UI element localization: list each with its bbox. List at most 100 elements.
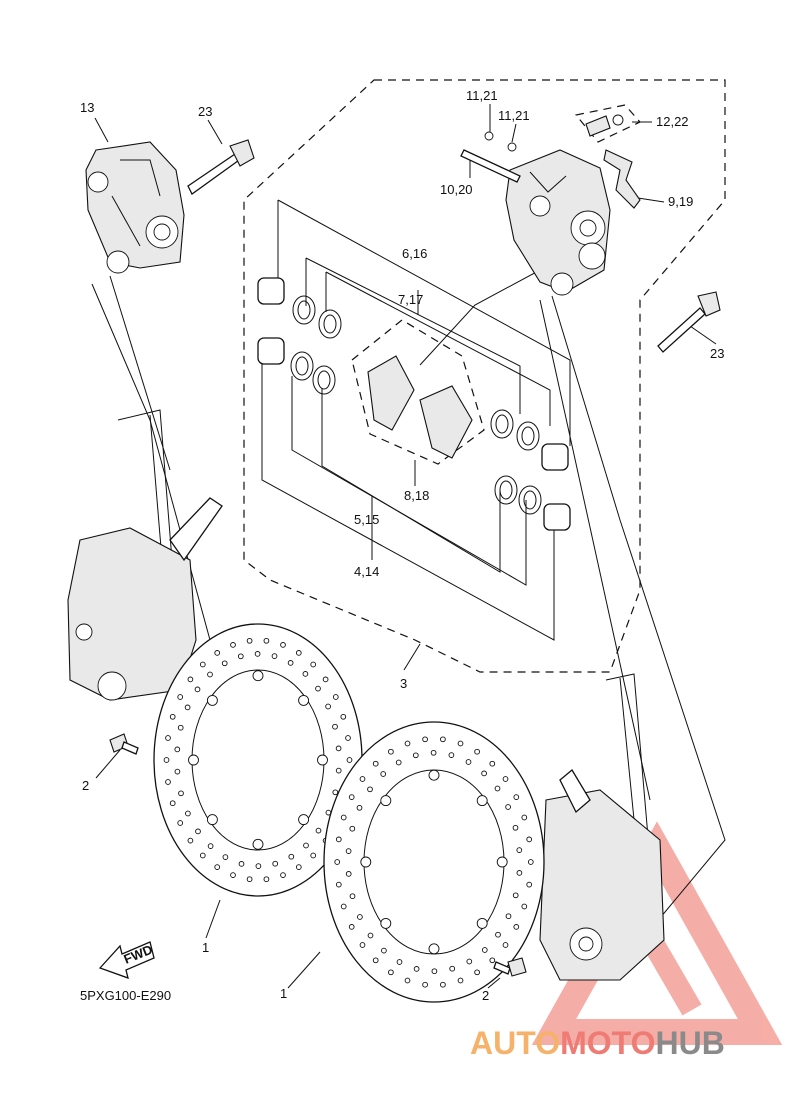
disc-drill-hole [345,735,351,741]
disc-screw-left-illustration [109,733,139,755]
disc-drill-hole [187,676,194,683]
disc-drill-hole [195,828,201,835]
disc-drill-hole [238,861,245,867]
disc-drill-hole [381,947,387,954]
disc-drill-hole [489,957,496,964]
caliper-assembly-boundary [243,79,726,673]
pistons-seals-left-illustration [257,277,342,395]
disc-drill-hole [513,794,520,800]
disc-drill-hole [335,836,342,843]
disc-drill-hole [246,637,253,644]
disc-drill-hole [335,745,342,752]
disc-drill-hole [448,752,455,758]
disc-drill-hole [345,848,352,854]
fork-right-illustration [539,673,665,981]
disc-drill-hole [372,957,379,964]
pad-spring-illustration [603,149,641,209]
disc-drill-hole [505,804,511,810]
disc-carrier-bolt-hole [428,769,440,781]
disc-drill-hole [169,713,176,720]
disc-drill-hole [356,804,363,811]
disc-drill-hole [207,671,213,678]
disc-carrier-bolt-hole [188,754,199,766]
label-disc-screw-left: 2 [82,778,89,793]
part-labels: 13 23 11,21 11,21 12,22 10,20 9,19 23 6,… [80,88,724,1003]
disc-drill-hole [334,859,341,865]
disc-drill-hole [431,968,438,975]
disc-drill-hole [230,872,236,878]
disc-drill-hole [315,685,321,692]
disc-drill-hole [335,881,342,888]
disc-drill-hole [199,852,206,859]
label-seal-b: 7,17 [398,292,423,307]
disc-drill-hole [332,789,339,796]
disc-drill-hole [335,767,342,774]
disc-drill-hole [502,776,509,782]
disc-drill-hole [263,637,270,644]
disc-drill-hole [214,650,221,656]
disc-drill-hole [230,642,236,648]
disc-drill-hole [303,842,309,849]
disc-drill-hole [346,757,353,763]
disc-drill-hole [457,740,464,747]
label-pin: 10,20 [440,182,473,197]
disc-drill-hole [422,736,428,743]
disc-drill-hole [177,820,184,826]
disc-drill-hole [440,981,446,988]
disc-drill-hole [255,863,262,869]
disc-carrier-bolt-hole [476,795,488,807]
disc-drill-hole [474,969,480,976]
label-pin-clip-a: 11,21 [466,88,498,103]
disc-drill-hole [295,650,302,656]
disc-carrier-bolt-hole [206,694,218,706]
disc-carrier-bolt-hole [298,694,310,706]
disc-drill-hole [349,825,356,832]
disc-drill-hole [457,977,464,984]
disc-drill-hole [512,824,519,831]
label-bleed-screw: 12,22 [656,114,689,129]
disc-carrier-bolt-hole [476,917,488,929]
disc-drill-hole [187,837,194,844]
disc-drill-hole [513,924,520,930]
disc-drill-hole [184,704,191,711]
watermark-hub: HUB [655,1025,724,1061]
disc-drill-hole [263,876,270,883]
brake-pads-illustration [367,355,473,459]
disc-drill-hole [214,864,221,870]
disc-drill-hole [165,735,171,741]
disc-drill-hole [404,977,411,984]
disc-drill-hole [404,740,411,747]
bracket-lines [261,199,571,641]
disc-drill-hole [315,827,322,834]
caliper-right-illustration [505,149,611,296]
disc-drill-hole [325,703,331,710]
disc-drill-hole [430,749,437,756]
disc-drill-hole [440,736,446,743]
pistons-seals-right-illustration [490,409,571,531]
disc-carrier-bolt-hole [496,856,508,868]
disc-drill-hole [372,760,379,767]
disc-carrier-bolt-hole [252,670,264,682]
disc-drill-hole [489,760,496,767]
disc-drill-hole [177,694,184,700]
disc-carrier-bolt-hole [298,814,310,826]
disc-drill-hole [271,653,278,659]
disc-drill-hole [481,770,487,777]
disc-drill-hole [474,748,480,755]
disc-drill-hole [310,852,317,859]
watermark-auto: AUTO [470,1025,560,1061]
disc-drill-hole [388,969,394,976]
label-bolt-left: 23 [198,104,212,119]
disc-drill-hole [178,790,184,797]
disc-carrier-bolt-hole [380,917,392,929]
disc-drill-hole [502,942,509,948]
disc-drill-hole [185,810,191,817]
disc-drill-hole [527,859,534,865]
disc-drill-hole [466,958,473,965]
disc-drill-hole [494,785,501,792]
disc-carrier-bolt-hole [206,814,218,826]
label-disc-screw-right: 2 [482,988,489,1003]
disc-drill-hole [367,786,373,793]
disc-drill-hole [199,661,206,668]
